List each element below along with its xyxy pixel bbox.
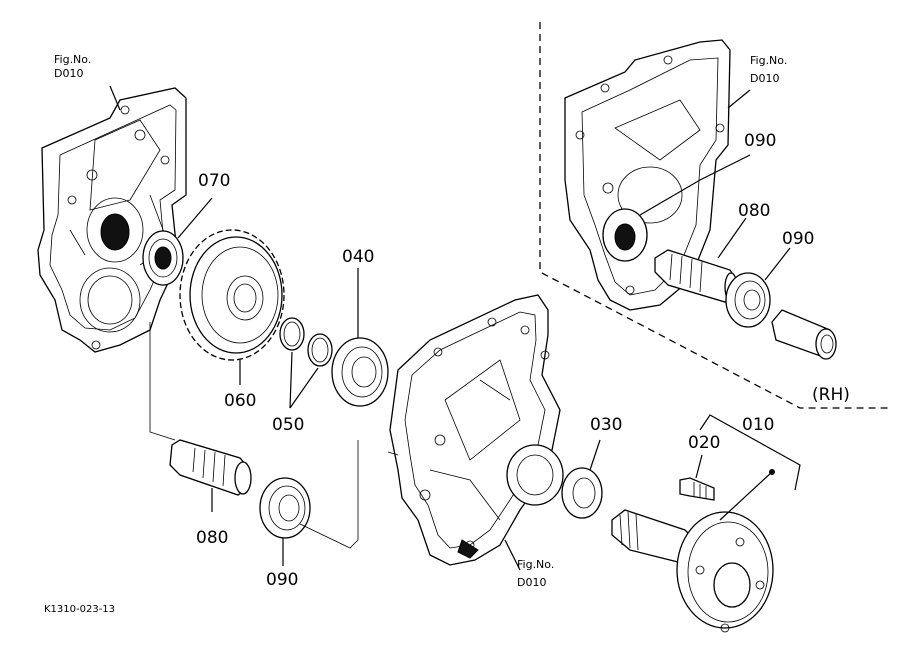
leader-020 [695,454,703,479]
callout-090-rh-upper: 090 [744,131,776,151]
fig-ref-top-left-line1: Fig.No. [54,53,91,66]
fig-ref-bottom-line1: Fig.No. [517,558,554,571]
callout-040: 040 [342,247,374,267]
assembly-path [149,322,399,549]
leader-030 [589,439,601,471]
callout-010: 010 [742,415,774,435]
leader-070 [177,197,213,239]
leader-090-rh-lower [764,247,791,281]
bolt-020 [679,477,715,501]
center-gear-case [389,294,564,566]
leader-090-rh-upper [639,154,751,216]
left-gear-case-cover [37,87,187,353]
bearing-040 [331,337,389,407]
collar-rh [771,309,837,360]
seal-030 [561,467,603,519]
callout-090-rh-lower: 090 [782,229,814,249]
rh-label: (RH) [812,385,850,405]
callout-050: 050 [272,415,304,435]
callout-070: 070 [198,171,230,191]
fig-ref-top-right-line1: Fig.No. [750,54,787,67]
fig-ref-top-right-line2: D010 [750,72,779,85]
leader-left-cover [109,85,121,111]
rh-gear-case-cover [564,39,731,311]
callout-080-rh: 080 [738,201,770,221]
leader-rh-cover [727,89,751,109]
gear-060 [179,229,285,361]
bearing-090-left [259,477,311,539]
callout-080-left: 080 [196,528,228,548]
fig-ref-bottom-line2: D010 [517,576,546,589]
fig-ref-top-left-line2: D010 [54,67,83,80]
callout-030: 030 [590,415,622,435]
bracket-010 [699,414,801,521]
callout-020: 020 [688,433,720,453]
drawing-code: K1310-023-13 [44,604,115,615]
axle-shaft-010 [611,469,775,633]
snap-rings-050 [279,317,333,367]
callout-090-left: 090 [266,570,298,590]
shaft-080-left [169,439,252,496]
leader-050 [289,351,319,409]
leader-center-case [504,539,521,571]
bearing-090-rh [725,272,771,328]
bearing-070 [142,230,184,286]
rh-inset-boundary [539,22,890,409]
callout-060: 060 [224,391,256,411]
leader-080-rh [717,217,747,259]
